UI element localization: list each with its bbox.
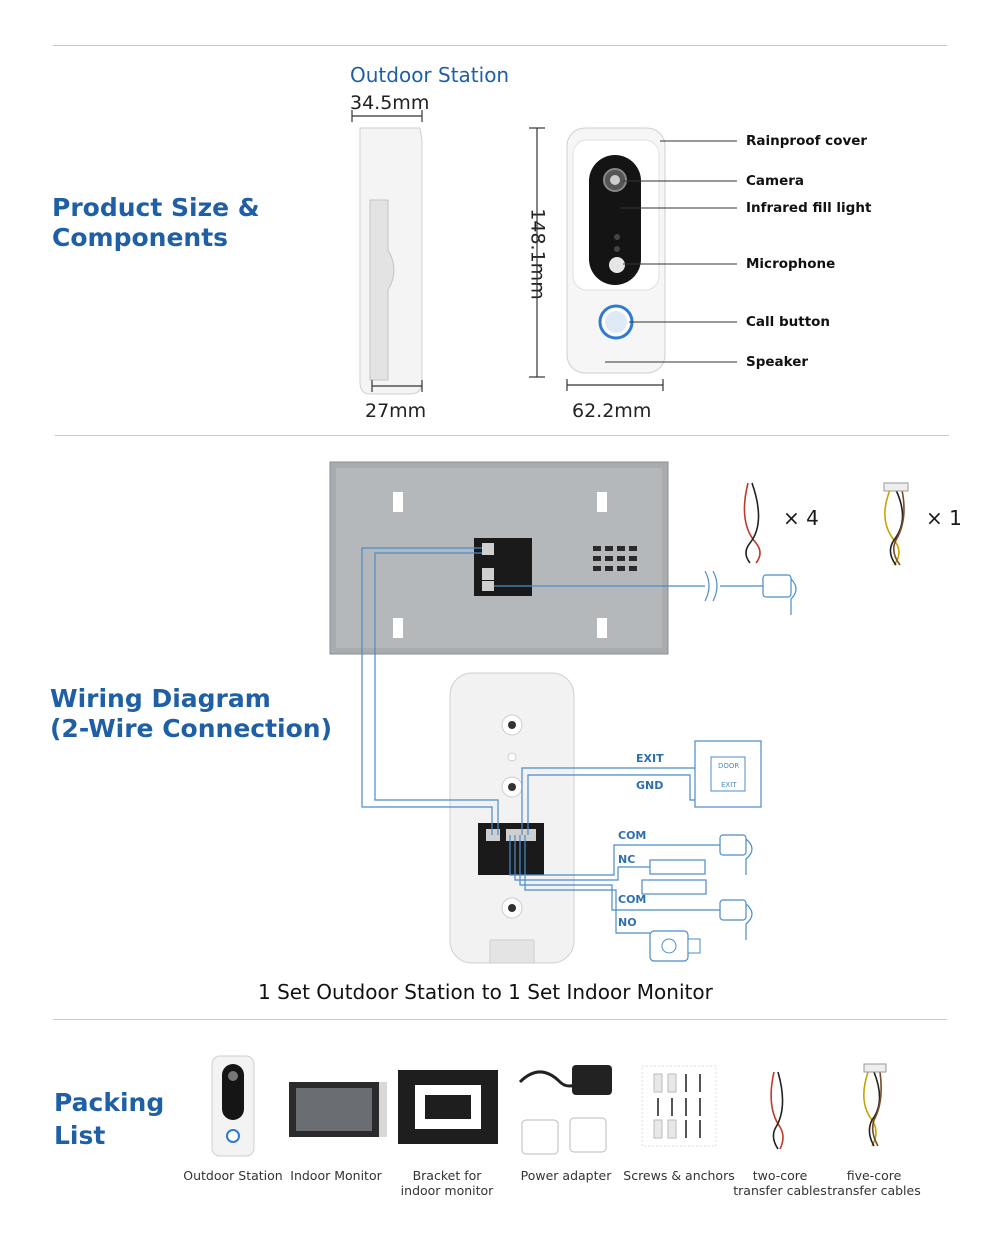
five-core-cable-qty: × 1 <box>926 506 962 530</box>
dim-width-label: 62.2mm <box>572 400 652 422</box>
packing-item-label-line1: Bracket for <box>412 1168 482 1183</box>
packing-items-illustrations <box>211 1055 887 1157</box>
wiring-diagram <box>329 461 909 964</box>
label-exit: EXIT <box>636 752 664 765</box>
outdoor-station-label: Outdoor Station <box>350 63 510 87</box>
label-nc: NC <box>618 853 636 866</box>
packing-item-label-line1: five-core <box>846 1168 902 1183</box>
callout-infrared-fill-light: Infrared fill light <box>746 200 872 216</box>
packing-item-label-line1: Indoor Monitor <box>290 1168 382 1183</box>
packing-item-outdoor-station: Outdoor Station <box>183 1168 283 1183</box>
mid-rule-2 <box>53 1019 947 1020</box>
packing-item-label-line2: transfer cables <box>827 1183 921 1198</box>
packing-item-two-core-cables: two-core transfer cables <box>730 1168 830 1198</box>
wiring-title-line1: Wiring Diagram <box>50 684 271 713</box>
mid-rule-1 <box>55 435 949 436</box>
packing-item-label-line1: Power adapter <box>520 1168 612 1183</box>
section-title-product-size: Product Size & Components <box>52 193 260 253</box>
top-rule <box>53 45 947 46</box>
callout-camera: Camera <box>746 173 805 189</box>
callout-speaker: Speaker <box>746 354 809 370</box>
packing-title-line1: Packing <box>54 1088 165 1117</box>
packing-item-label-line2: indoor monitor <box>400 1183 494 1198</box>
packing-item-five-core-cables: five-core transfer cables <box>824 1168 924 1198</box>
section-title-packing-list: Packing List <box>54 1086 164 1152</box>
callout-call-button: Call button <box>746 314 831 330</box>
wiring-caption: 1 Set Outdoor Station to 1 Set Indoor Mo… <box>258 980 713 1004</box>
dim-side-bottom-label: 27mm <box>365 400 427 422</box>
section-title-wiring-diagram: Wiring Diagram (2-Wire Connection) <box>50 684 332 744</box>
packing-item-label-line1: two-core <box>752 1168 808 1183</box>
packing-title-line2: List <box>54 1121 106 1150</box>
label-gnd: GND <box>636 779 664 792</box>
packing-item-label-line2: transfer cables <box>733 1183 827 1198</box>
packing-item-power-adapter: Power adapter <box>515 1168 617 1183</box>
dim-top-label: 34.5mm <box>350 92 430 114</box>
outdoor-station-front-view <box>529 127 737 391</box>
callout-rainproof-cover: Rainproof cover <box>746 133 868 149</box>
packing-item-indoor-monitor: Indoor Monitor <box>286 1168 386 1183</box>
section-title-line2: Components <box>52 223 229 252</box>
exit-button-text-exit: EXIT <box>721 781 737 789</box>
label-no: NO <box>618 916 637 929</box>
section-title-line1: Product Size & <box>52 193 260 222</box>
packing-item-label-line1: Outdoor Station <box>183 1168 283 1183</box>
label-com-1: COM <box>618 829 647 842</box>
packing-item-label-line1: Screws & anchors <box>623 1168 735 1183</box>
two-core-cable-qty: × 4 <box>783 506 819 530</box>
packing-item-bracket: Bracket for indoor monitor <box>396 1168 498 1198</box>
packing-item-screws-anchors: Screws & anchors <box>623 1168 735 1183</box>
callout-microphone: Microphone <box>746 256 836 272</box>
outdoor-station-side-view <box>351 110 423 395</box>
label-com-2: COM <box>618 893 647 906</box>
exit-button-text-door: DOOR <box>718 762 740 770</box>
wiring-title-line2: (2-Wire Connection) <box>50 714 333 743</box>
